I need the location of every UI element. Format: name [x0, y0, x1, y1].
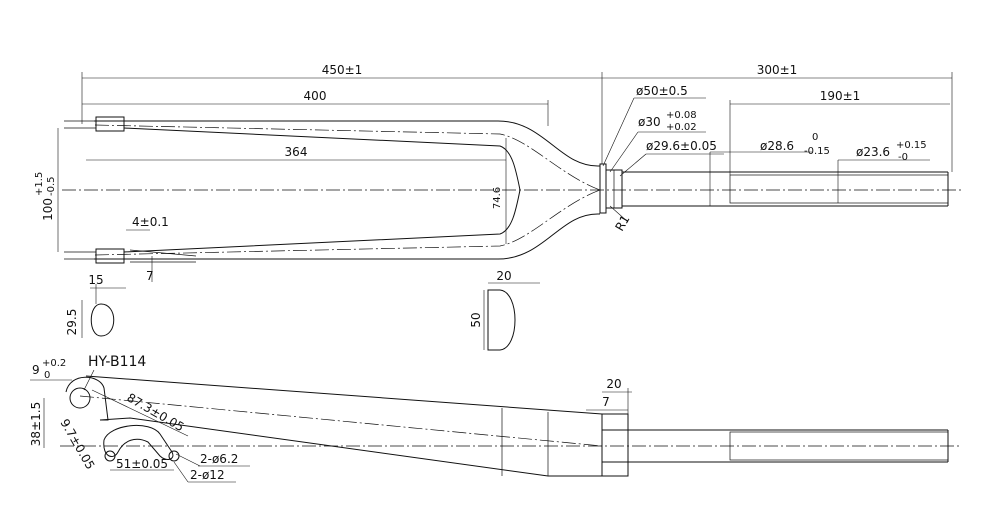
label-hole-small: 2-ø6.2 — [200, 452, 238, 466]
fork-blade-lower-outer — [94, 213, 601, 260]
blade-section-profile — [90, 303, 115, 337]
dim-fork-rake: 38±1.5 — [29, 402, 43, 446]
dim-dropout-width-tol-upper: +1.5 — [34, 172, 45, 196]
side-dropout-profile — [65, 376, 109, 421]
label-steerer-mid-tol-lower: -0.15 — [804, 146, 830, 157]
side-blade-centerline — [79, 395, 603, 447]
fork-blade-upper-outer — [94, 120, 601, 167]
side-blade-lower — [99, 417, 602, 477]
dim-dropout-thickness: 4±0.1 — [132, 215, 169, 229]
dim-crown-height: 74.6 — [492, 187, 503, 209]
dropout-upper — [95, 116, 125, 132]
crown-section-profile — [487, 289, 516, 351]
leader-angle-1 — [91, 389, 189, 437]
dropout-lower-hook — [129, 249, 197, 257]
label-steerer-mid-tol-upper: 0 — [812, 132, 818, 143]
dim-brake-mount-spacing: 51±0.05 — [116, 457, 168, 471]
model-label: HY-B114 — [88, 354, 146, 370]
brake-hole-1 — [104, 450, 116, 462]
label-bearing-seat-diameter: ø30 — [638, 115, 661, 129]
steerer-top-section — [729, 174, 949, 204]
dim-axle-offset: 9 — [32, 363, 40, 377]
label-bearing-seat-tol-upper: +0.08 — [666, 110, 697, 121]
dim-dropout-angle-2: 9.7±0.05 — [57, 417, 97, 472]
side-crown-block — [601, 413, 629, 477]
dim-blade-length: 400 — [304, 89, 327, 103]
label-bearing-seat-tol-lower: +0.02 — [666, 122, 697, 133]
dim-blade-section-width: 15 — [88, 273, 103, 287]
label-hole-large: 2-ø12 — [190, 468, 225, 482]
blade-centerline-lower — [94, 189, 601, 256]
label-steerer-lower-diameter: ø29.6±0.05 — [646, 139, 717, 153]
side-dropout-eye — [69, 387, 91, 409]
dim-blade-section-height: 29.5 — [65, 309, 79, 336]
label-steerer-top-diameter: ø23.6 — [856, 145, 890, 159]
leader-steerer-lower — [619, 153, 647, 177]
leader-model — [83, 369, 95, 391]
side-blade-upper — [85, 375, 603, 415]
label-steerer-top-tol-lower: -0 — [898, 152, 908, 163]
label-radius: R1 — [612, 213, 632, 234]
dim-dropout-gap: 7 — [146, 269, 154, 283]
dim-steerer-top-length: 190±1 — [820, 89, 861, 103]
dim-crown-section-width: 20 — [496, 269, 511, 283]
dim-steerer-length: 300±1 — [757, 63, 798, 77]
dim-dropout-angle-1: 87.3±0.05 — [125, 390, 187, 434]
blade-centerline-upper — [94, 124, 601, 191]
dim-crown-section-height: 50 — [469, 312, 483, 327]
dim-axle-offset-tol-upper: +0.2 — [42, 358, 66, 369]
dim-inner-length: 364 — [285, 145, 308, 159]
dim-overall-length: 450±1 — [322, 63, 363, 77]
leader-bearing-seat — [609, 131, 639, 173]
label-crown-race-diameter: ø50±0.5 — [636, 84, 688, 98]
leader-crown-race — [602, 97, 635, 167]
leader-hole-small — [175, 453, 201, 467]
side-steerer-top-section — [729, 431, 949, 461]
brake-hole-2 — [168, 450, 180, 462]
leader-hole-large — [173, 461, 189, 483]
dim-axle-offset-tol-lower: 0 — [44, 370, 50, 381]
fork-blade-upper-inner — [123, 127, 521, 191]
dim-side-crown-width: 20 — [606, 377, 621, 391]
label-steerer-top-tol-upper: +0.15 — [896, 140, 927, 151]
label-steerer-mid-diameter: ø28.6 — [760, 139, 794, 153]
dim-dropout-width-tol-lower: -0.5 — [46, 176, 57, 196]
fork-blade-lower-inner — [123, 189, 521, 253]
dim-dropout-width: 100 — [41, 198, 55, 221]
side-brake-mount — [103, 424, 174, 460]
leader-radius — [609, 205, 629, 223]
dim-side-crown-gap: 7 — [602, 395, 610, 409]
dropout-lower — [95, 248, 125, 264]
crown-race — [599, 163, 607, 214]
